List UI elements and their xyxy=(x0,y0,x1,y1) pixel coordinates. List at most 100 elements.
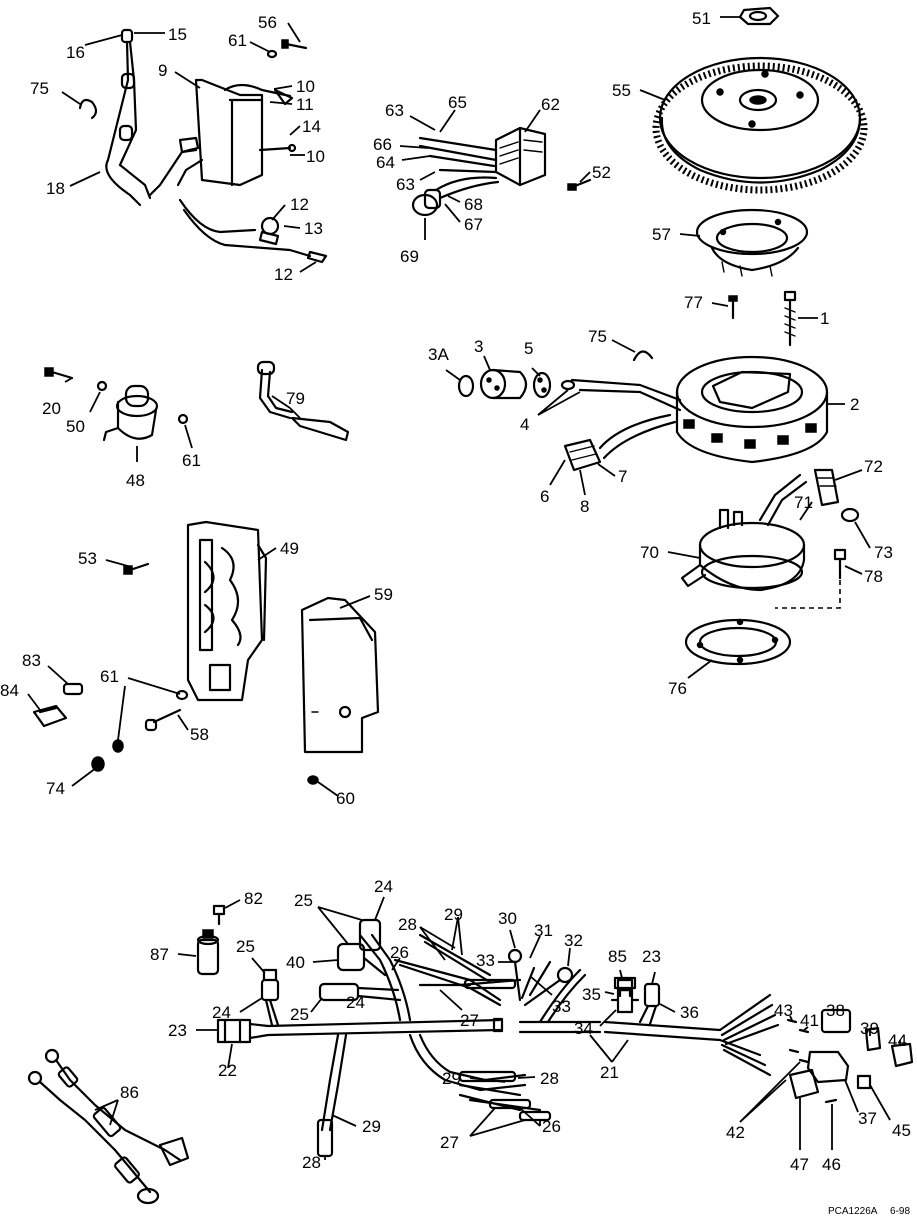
callout-76: 76 xyxy=(668,679,687,698)
callout-16: 16 xyxy=(66,43,85,62)
callout-34: 34 xyxy=(574,1019,593,1038)
callout-39: 39 xyxy=(860,1019,879,1038)
callout-27: 27 xyxy=(460,1011,479,1030)
callout-3a: 3A xyxy=(428,345,449,364)
callout-25: 25 xyxy=(290,1005,309,1024)
washer-61-top xyxy=(266,49,278,59)
spring-61 xyxy=(112,739,124,753)
screw-58 xyxy=(144,708,182,732)
plug-3 xyxy=(479,368,528,400)
main-wire-harness xyxy=(216,918,780,1158)
callout-25: 25 xyxy=(236,937,255,956)
callout-73: 73 xyxy=(874,543,893,562)
callout-13: 13 xyxy=(304,219,323,238)
flywheel xyxy=(652,56,868,194)
screw-60 xyxy=(307,775,319,785)
callout-55: 55 xyxy=(612,81,631,100)
callout-21: 21 xyxy=(600,1063,619,1082)
callout-27: 27 xyxy=(440,1133,459,1152)
callout-60: 60 xyxy=(336,789,355,808)
connector-37 xyxy=(806,1050,850,1084)
screw-78 xyxy=(833,548,847,580)
screw-56 xyxy=(281,39,308,50)
callout-8: 8 xyxy=(580,497,589,516)
callout-59: 59 xyxy=(374,585,393,604)
callout-56: 56 xyxy=(258,13,277,32)
callout-44: 44 xyxy=(888,1031,907,1050)
callout-9: 9 xyxy=(158,61,167,80)
callout-32: 32 xyxy=(564,931,583,950)
callout-7: 7 xyxy=(618,467,627,486)
callout-33: 33 xyxy=(476,951,495,970)
callout-71: 71 xyxy=(794,493,813,512)
callout-50: 50 xyxy=(66,417,85,436)
callout-68: 68 xyxy=(464,195,483,214)
fuse-holder-87 xyxy=(196,929,220,976)
callout-65: 65 xyxy=(448,93,467,112)
cover-59 xyxy=(300,596,380,754)
callout-24: 24 xyxy=(374,877,393,896)
callout-61: 61 xyxy=(100,667,119,686)
callout-45: 45 xyxy=(892,1121,911,1140)
callout-62: 62 xyxy=(541,95,560,114)
callout-18: 18 xyxy=(46,179,65,198)
callout-75: 75 xyxy=(588,327,607,346)
callout-26: 26 xyxy=(542,1117,561,1136)
connector-47 xyxy=(788,1068,820,1100)
callout-67: 67 xyxy=(464,215,483,234)
callout-22: 22 xyxy=(218,1061,237,1080)
screw-53 xyxy=(123,562,150,575)
clip-75-leads xyxy=(78,98,98,120)
timer-base xyxy=(695,208,809,277)
callout-64: 64 xyxy=(376,153,395,172)
flywheel-nut xyxy=(738,6,780,26)
grommet-73 xyxy=(840,507,860,523)
callout-63: 63 xyxy=(385,101,404,120)
callout-10: 10 xyxy=(306,147,325,166)
callout-51: 51 xyxy=(692,9,711,28)
callout-23: 23 xyxy=(642,947,661,966)
callout-6: 6 xyxy=(540,487,549,506)
callout-52: 52 xyxy=(592,163,611,182)
washer-61-low xyxy=(175,689,189,701)
retaining-ring-76 xyxy=(684,618,792,666)
callout-30: 30 xyxy=(498,909,517,928)
callout-28: 28 xyxy=(398,915,417,934)
callout-11: 11 xyxy=(296,95,314,114)
pins-41-43 xyxy=(786,1018,810,1064)
screw-78-path xyxy=(775,580,841,609)
callout-42: 42 xyxy=(726,1123,745,1142)
callout-15: 15 xyxy=(168,25,187,44)
callout-38: 38 xyxy=(826,1001,845,1020)
fuse-85 xyxy=(613,976,637,998)
callout-72: 72 xyxy=(864,457,883,476)
callout-49: 49 xyxy=(280,539,299,558)
callout-2: 2 xyxy=(850,395,859,414)
screw-20 xyxy=(44,367,74,380)
callout-63: 63 xyxy=(396,175,415,194)
stator-harness xyxy=(560,378,682,472)
callout-3: 3 xyxy=(474,337,483,356)
callout-31: 31 xyxy=(534,921,553,940)
callout-14: 14 xyxy=(302,117,321,136)
callout-43: 43 xyxy=(774,1001,793,1020)
callout-4: 4 xyxy=(520,415,529,434)
plug-45 xyxy=(856,1074,872,1090)
connector-38 xyxy=(820,1008,852,1034)
callout-10: 10 xyxy=(296,77,315,96)
retainer-5 xyxy=(532,371,552,399)
callout-28: 28 xyxy=(302,1153,321,1172)
spark-plug-leads xyxy=(105,28,152,207)
callout-85: 85 xyxy=(608,947,627,966)
o-ring-3a xyxy=(457,374,475,398)
callout-24: 24 xyxy=(212,1003,231,1022)
callout-5: 5 xyxy=(524,339,533,358)
battery-cables-86 xyxy=(27,1048,190,1205)
callout-labels: 16 15 56 61 75 9 10 11 14 10 18 12 13 12… xyxy=(0,9,911,1217)
callout-77: 77 xyxy=(684,293,703,312)
terminal-44 xyxy=(890,1042,914,1068)
grommet-84 xyxy=(32,704,68,728)
callout-75: 75 xyxy=(30,79,49,98)
